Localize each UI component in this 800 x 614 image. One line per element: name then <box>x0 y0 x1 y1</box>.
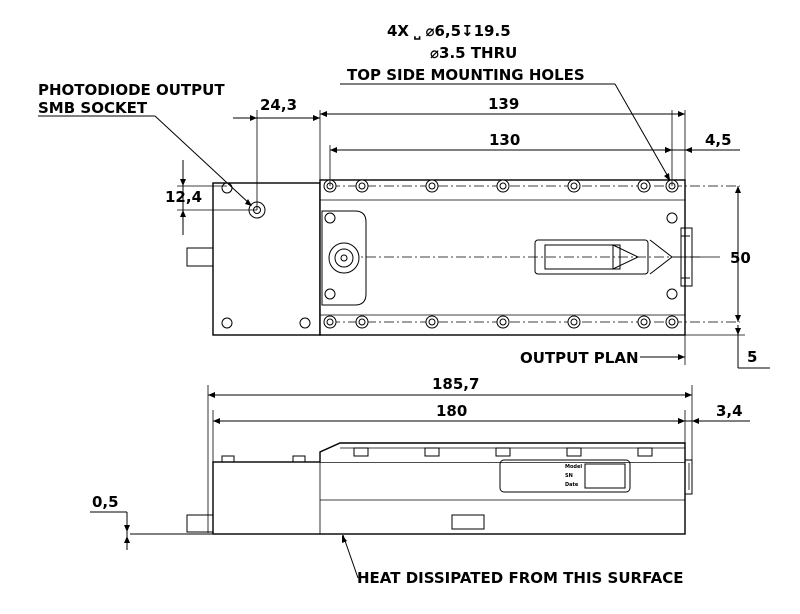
label-model: Model <box>565 464 582 470</box>
direction-arrow <box>612 244 640 270</box>
dim-3-4: 3,4 <box>716 402 743 420</box>
dim-12-4: 12,4 <box>165 188 202 206</box>
photodiode-module <box>212 182 321 336</box>
dim-50: 50 <box>730 249 751 267</box>
upper-housing <box>319 442 686 462</box>
side-tab <box>424 447 440 457</box>
holes-spec-line3: TOP SIDE MOUNTING HOLES <box>347 66 585 84</box>
label-sn: SN <box>565 473 573 479</box>
dim-180: 180 <box>436 402 467 420</box>
photodiode-label-line1: PHOTODIODE OUTPUT <box>38 81 225 99</box>
dim-0-5: 0,5 <box>92 493 119 511</box>
dim-139: 139 <box>488 95 519 113</box>
heat-label: HEAT DISSIPATED FROM THIS SURFACE <box>357 569 683 587</box>
side-view: Model SN Date <box>130 442 693 535</box>
side-tab <box>495 447 511 457</box>
dim-185-7: 185,7 <box>432 375 479 393</box>
top-view <box>186 179 740 336</box>
side-tab <box>566 447 582 457</box>
side-tab <box>353 447 369 457</box>
side-tab <box>637 447 653 457</box>
serial-label <box>499 459 631 493</box>
dim-4-5: 4,5 <box>705 131 732 149</box>
callouts: 4X ⎵ ⌀6,5↧19.5 ⌀3.5 THRU TOP SIDE MOUNTI… <box>38 22 671 206</box>
holes-spec-line1: 4X ⎵ ⌀6,5↧19.5 <box>387 22 511 41</box>
dim-24-3: 24,3 <box>260 96 297 114</box>
laser-body-top <box>319 179 686 336</box>
output-plan-label: OUTPUT PLAN <box>520 349 639 367</box>
top-dimensions: 24,3 139 130 4,5 12,4 50 5 OUTPUT P <box>165 95 770 369</box>
connector-stub <box>186 247 214 267</box>
dim-5: 5 <box>747 348 757 366</box>
label-date: Date <box>565 482 579 488</box>
bnc-panel <box>321 210 367 306</box>
laser-body-side <box>212 461 686 535</box>
dim-130: 130 <box>489 131 520 149</box>
photodiode-label-line2: SMB SOCKET <box>38 99 148 117</box>
holes-spec-line2: ⌀3.5 THRU <box>430 44 517 62</box>
direction-label <box>534 239 649 275</box>
side-dimensions: 185,7 180 3,4 0,5 HEAT DISSIPATED FROM T… <box>90 375 750 587</box>
